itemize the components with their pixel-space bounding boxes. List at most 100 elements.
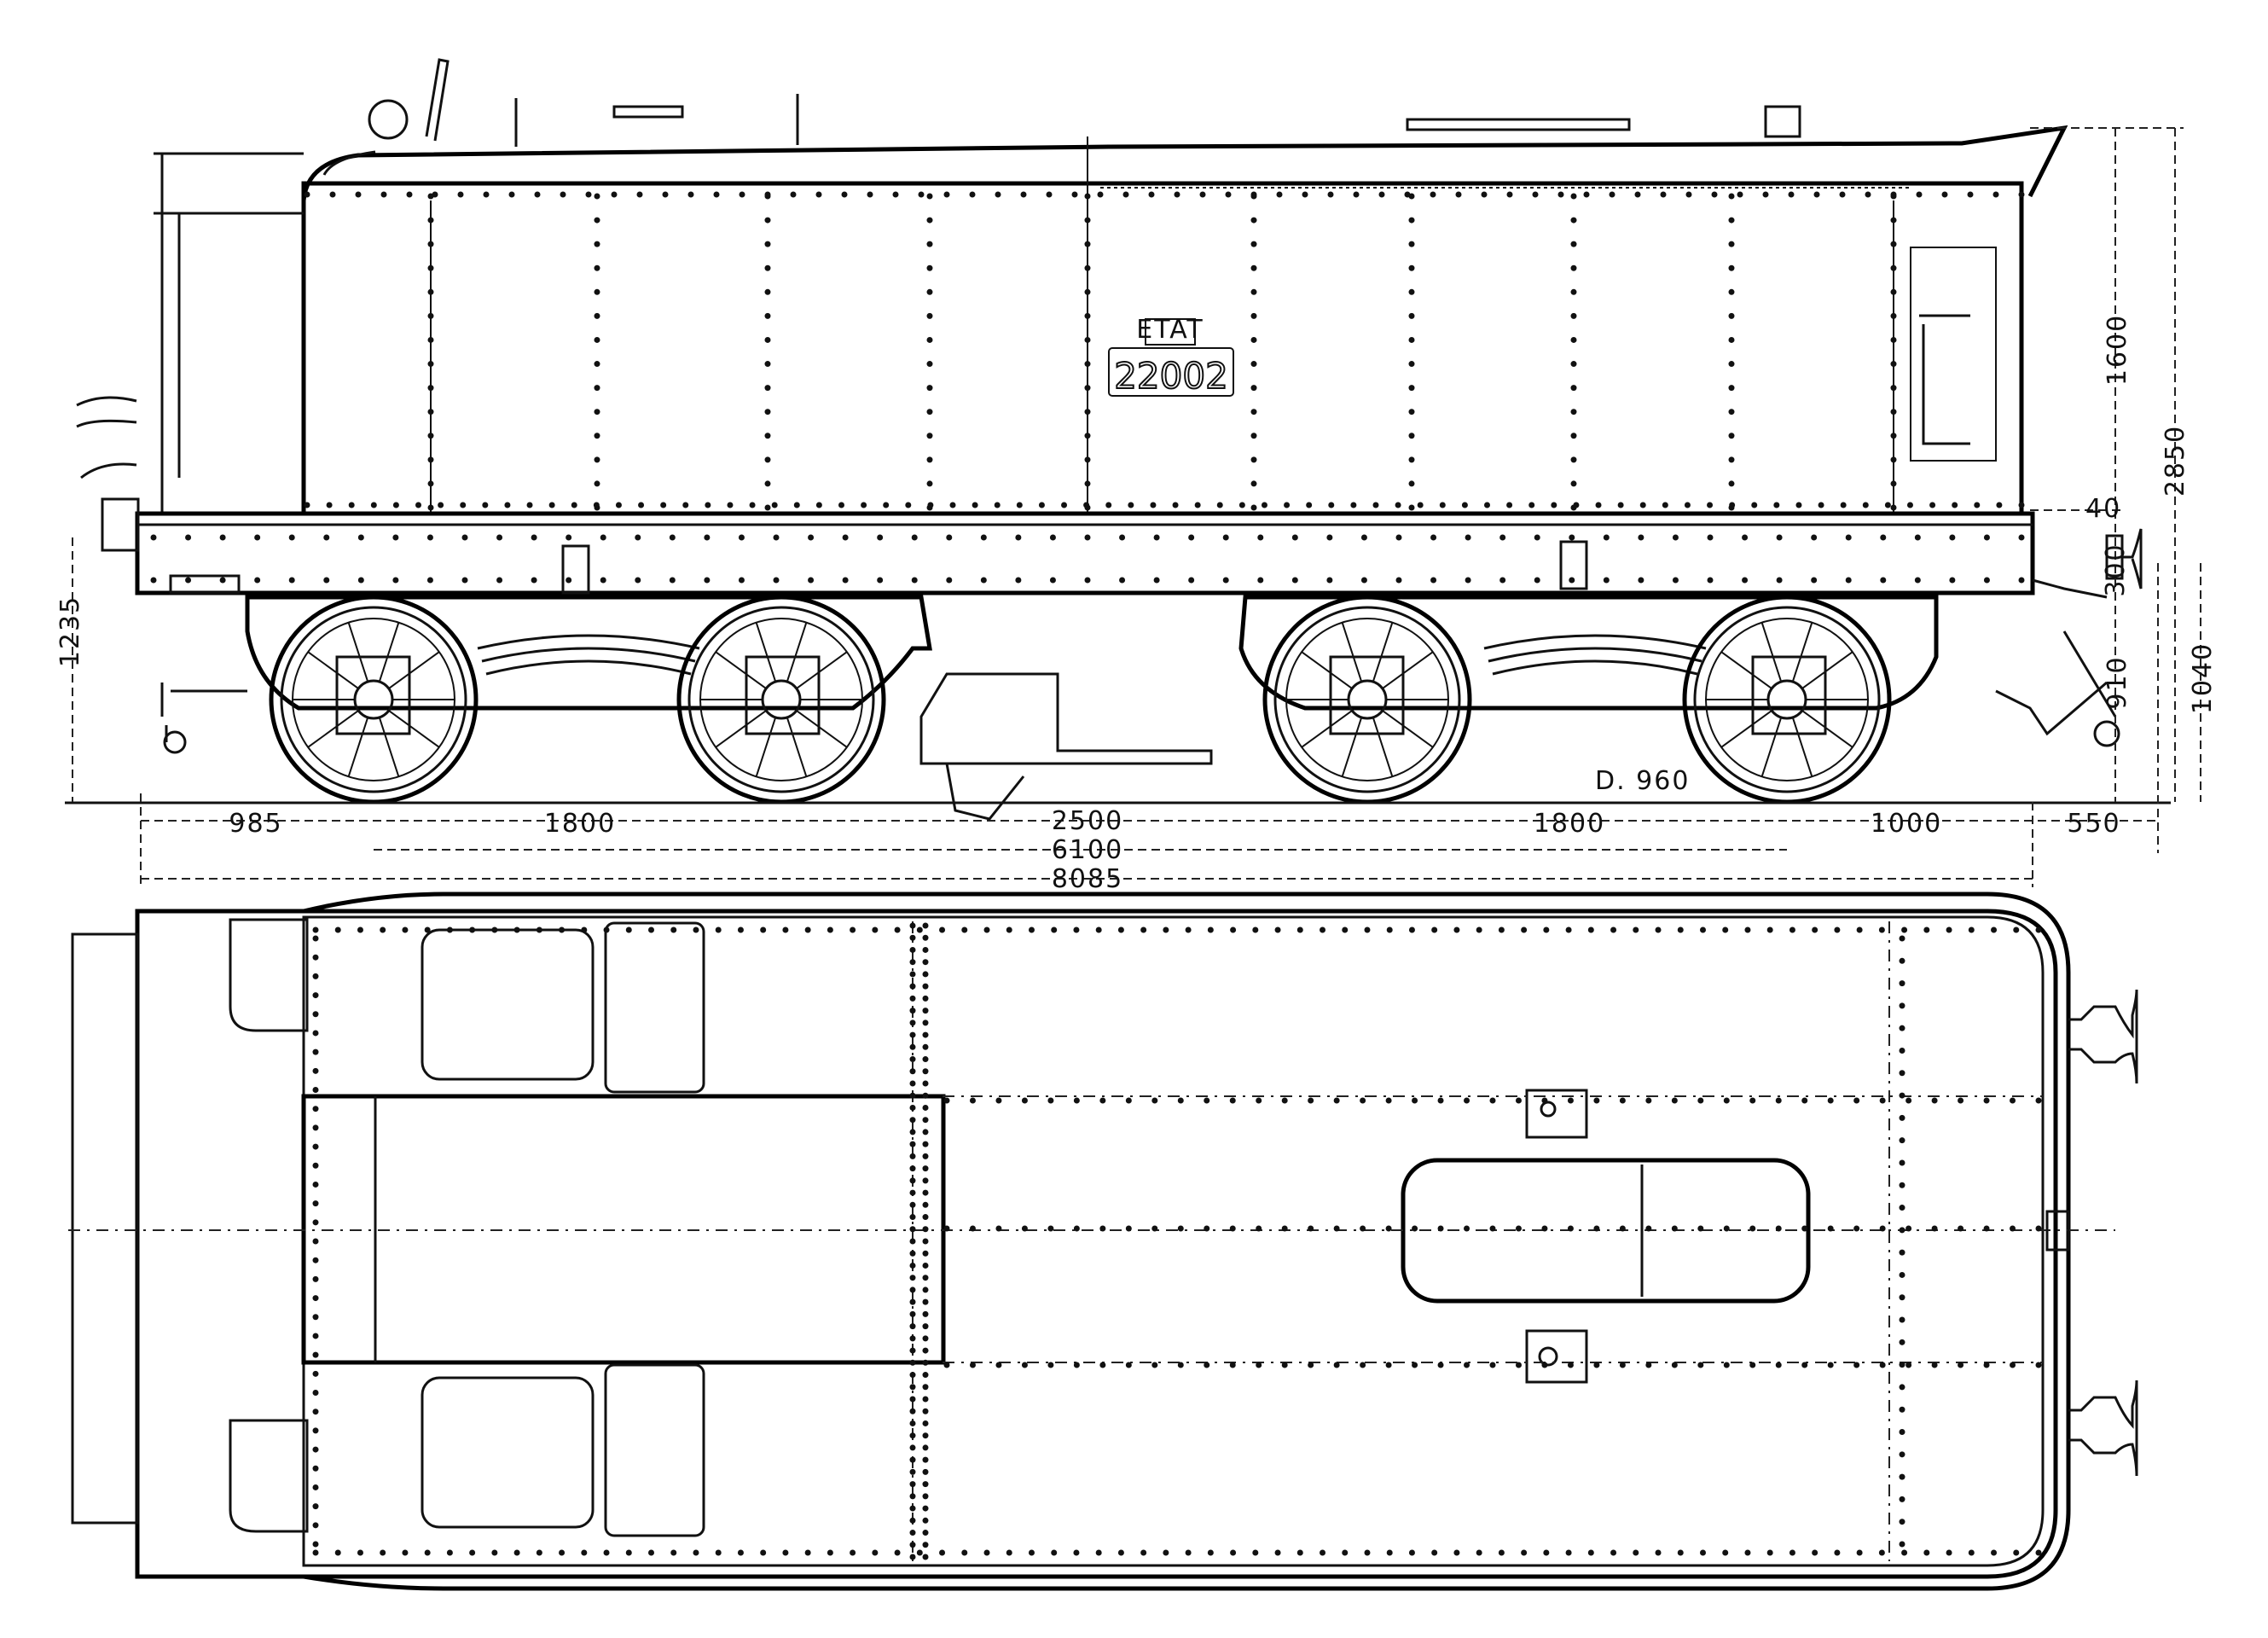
rivet bbox=[1856, 1549, 1863, 1556]
rivet bbox=[635, 534, 641, 541]
rivet bbox=[980, 577, 987, 584]
rivet bbox=[1677, 1549, 1684, 1556]
rivet bbox=[1515, 1225, 1522, 1232]
rivet bbox=[1958, 1362, 1964, 1368]
rivet bbox=[1084, 534, 1091, 541]
rivet bbox=[1498, 926, 1505, 933]
rivet bbox=[1801, 1097, 1808, 1104]
rivet bbox=[909, 995, 916, 1002]
rivet bbox=[872, 926, 879, 933]
rivet bbox=[1707, 502, 1714, 508]
dim-1600: 1600 bbox=[2103, 314, 2132, 386]
rivet bbox=[1073, 1225, 1080, 1232]
rivet bbox=[2010, 1225, 2016, 1232]
rivet bbox=[1095, 926, 1102, 933]
rivet bbox=[1905, 1225, 1912, 1232]
rivet bbox=[909, 1141, 916, 1147]
rivet bbox=[922, 1189, 929, 1196]
rivet bbox=[1593, 1362, 1600, 1368]
rivet bbox=[1250, 241, 1257, 247]
rivet bbox=[1172, 502, 1179, 508]
rivet bbox=[380, 926, 386, 933]
rivet bbox=[1789, 926, 1795, 933]
rivet bbox=[922, 1201, 929, 1208]
bogie-frame-rear bbox=[1238, 595, 1939, 711]
rivet bbox=[1890, 385, 1897, 392]
rivet bbox=[1099, 1097, 1106, 1104]
rivet bbox=[1899, 1362, 1905, 1368]
rivet bbox=[1084, 409, 1091, 415]
rivet bbox=[922, 1019, 929, 1026]
rivet bbox=[946, 534, 953, 541]
rivet bbox=[1049, 577, 1056, 584]
rivet bbox=[594, 217, 600, 224]
rivet bbox=[348, 502, 355, 508]
rivet bbox=[1047, 1362, 1054, 1368]
rivet bbox=[1084, 241, 1091, 247]
rivet bbox=[1890, 288, 1897, 295]
rivet bbox=[877, 577, 884, 584]
rivet bbox=[1603, 534, 1610, 541]
rivet bbox=[312, 1465, 319, 1472]
rivet bbox=[1408, 433, 1415, 439]
rivet bbox=[909, 1129, 916, 1136]
rivet bbox=[304, 502, 310, 508]
rivet bbox=[1776, 577, 1783, 584]
rivet bbox=[782, 926, 789, 933]
rivet bbox=[1291, 577, 1298, 584]
rivet bbox=[877, 534, 884, 541]
rivet bbox=[1276, 191, 1283, 198]
rivet bbox=[693, 926, 699, 933]
rivet bbox=[1386, 926, 1393, 933]
rivet bbox=[922, 1141, 929, 1147]
rivet bbox=[1593, 1225, 1600, 1232]
rivet bbox=[1853, 1362, 1860, 1368]
rivet bbox=[909, 1056, 916, 1063]
rivet bbox=[185, 534, 192, 541]
rivet bbox=[1207, 1549, 1214, 1556]
rivet bbox=[693, 1549, 699, 1556]
rivet bbox=[1839, 191, 1846, 198]
rivet bbox=[312, 1143, 319, 1150]
rivet bbox=[1250, 480, 1257, 487]
rivet bbox=[1333, 1097, 1340, 1104]
rivet bbox=[909, 1068, 916, 1075]
rivet bbox=[594, 264, 600, 271]
rivet bbox=[566, 577, 572, 584]
rivet bbox=[312, 1124, 319, 1131]
rivet bbox=[1728, 312, 1735, 319]
rivet bbox=[1541, 1362, 1548, 1368]
rivet bbox=[1084, 456, 1091, 463]
rivet bbox=[1655, 926, 1662, 933]
rivet bbox=[1541, 1097, 1548, 1104]
rivet bbox=[1766, 926, 1773, 933]
rivet bbox=[1528, 502, 1535, 508]
rivet bbox=[922, 1092, 929, 1099]
rivet bbox=[1751, 502, 1758, 508]
rivet bbox=[1729, 502, 1736, 508]
rivet bbox=[312, 926, 319, 933]
rivet bbox=[1119, 534, 1126, 541]
tank-roof bbox=[301, 125, 2068, 201]
rivet bbox=[1968, 926, 1975, 933]
rivet bbox=[1671, 1225, 1678, 1232]
rivet bbox=[1722, 926, 1729, 933]
side-elevation: ETAT 22002 D. 960 bbox=[65, 58, 2171, 821]
rivet bbox=[536, 926, 542, 933]
rivet bbox=[2018, 191, 2025, 198]
rivet bbox=[312, 1030, 319, 1037]
rivet bbox=[909, 1031, 916, 1038]
rivet bbox=[1207, 926, 1214, 933]
rivet bbox=[1188, 534, 1195, 541]
rivet bbox=[491, 926, 498, 933]
rivet bbox=[961, 926, 968, 933]
rivet bbox=[969, 191, 976, 198]
rivet bbox=[764, 456, 771, 463]
rivet bbox=[312, 1427, 319, 1434]
rivet bbox=[850, 926, 856, 933]
rivet bbox=[1038, 502, 1045, 508]
rivet bbox=[922, 1359, 929, 1366]
rivet bbox=[764, 312, 771, 319]
rivet bbox=[513, 1549, 520, 1556]
rivet bbox=[1557, 191, 1564, 198]
